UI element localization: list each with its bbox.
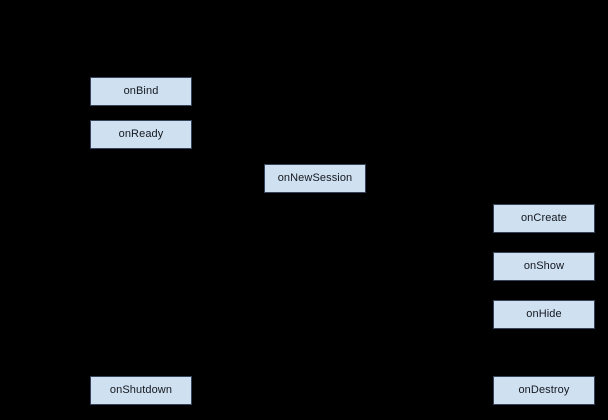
node-on-show[interactable]: onShow (493, 252, 595, 281)
node-on-bind[interactable]: onBind (90, 77, 192, 106)
node-on-hide[interactable]: onHide (493, 300, 595, 329)
node-label: onShutdown (109, 384, 173, 396)
node-on-destroy[interactable]: onDestroy (493, 376, 595, 405)
node-label: onNewSession (277, 172, 353, 184)
node-label: onHide (526, 308, 562, 320)
node-on-shutdown[interactable]: onShutdown (90, 376, 192, 405)
node-label: onBind (123, 85, 159, 97)
node-on-new-session[interactable]: onNewSession (264, 164, 366, 193)
node-on-ready[interactable]: onReady (90, 120, 192, 149)
node-label: onDestroy (518, 384, 570, 396)
node-label: onCreate (520, 212, 568, 224)
node-label: onReady (118, 128, 164, 140)
node-label: onShow (523, 260, 565, 272)
node-on-create[interactable]: onCreate (493, 204, 595, 233)
